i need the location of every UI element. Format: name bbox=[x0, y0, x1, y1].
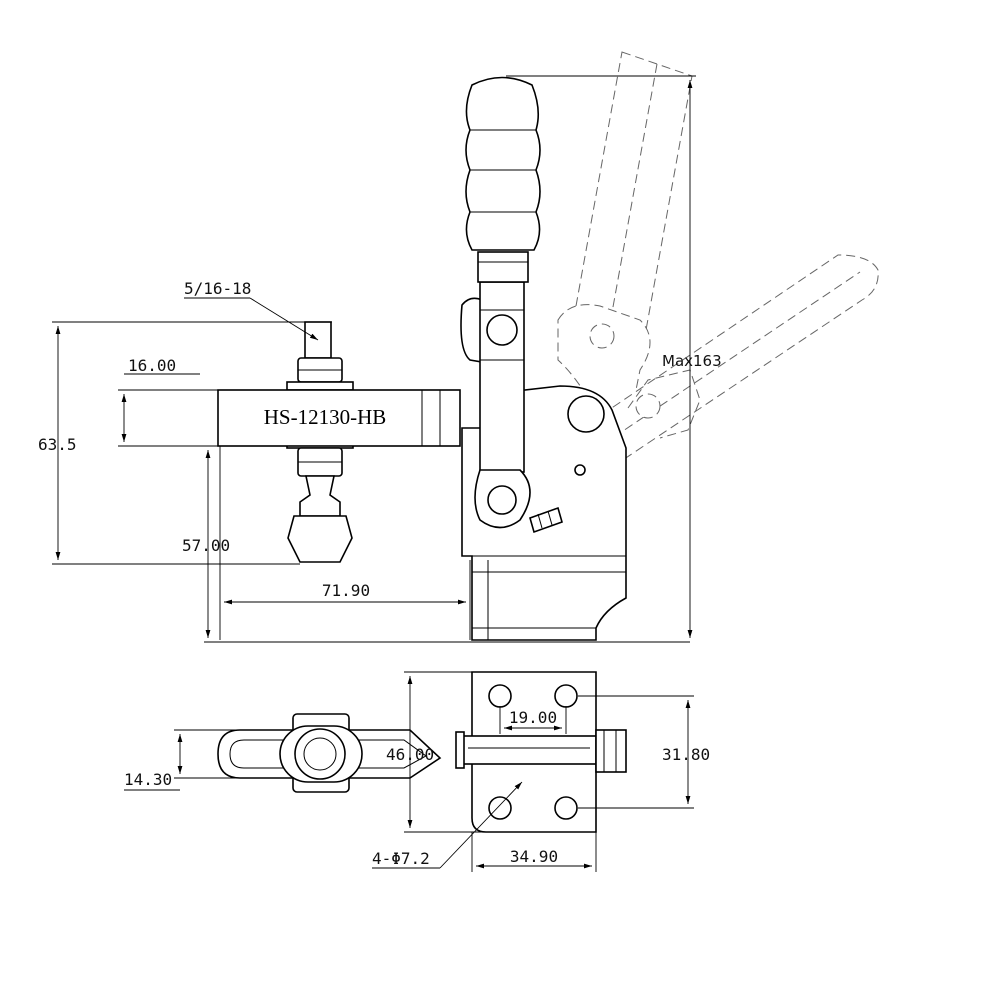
dim-reach: 71.90 bbox=[322, 581, 370, 600]
dim-max-height: Max163 bbox=[662, 352, 722, 370]
dim-overall-height-left: 63.5 bbox=[38, 435, 77, 454]
dim-holes: 4-Φ7.2 bbox=[372, 849, 430, 868]
side-view-dimensions bbox=[52, 75, 696, 643]
part-number-label: HS-12130-HB bbox=[264, 405, 387, 429]
top-view-dimensions bbox=[124, 671, 694, 872]
dim-hole-spacing-x: 19.00 bbox=[509, 708, 557, 727]
dim-thread: 5/16-18 bbox=[184, 279, 251, 298]
dim-arm-width: 14.30 bbox=[124, 770, 172, 789]
side-view bbox=[217, 76, 627, 641]
dim-base-length: 34.90 bbox=[510, 847, 558, 866]
dim-spindle-height: 16.00 bbox=[128, 356, 176, 375]
dim-clamp-height: 57.00 bbox=[182, 536, 230, 555]
dim-base-width: 46.00 bbox=[386, 745, 434, 764]
dim-hole-spacing-y: 31.80 bbox=[662, 745, 710, 764]
